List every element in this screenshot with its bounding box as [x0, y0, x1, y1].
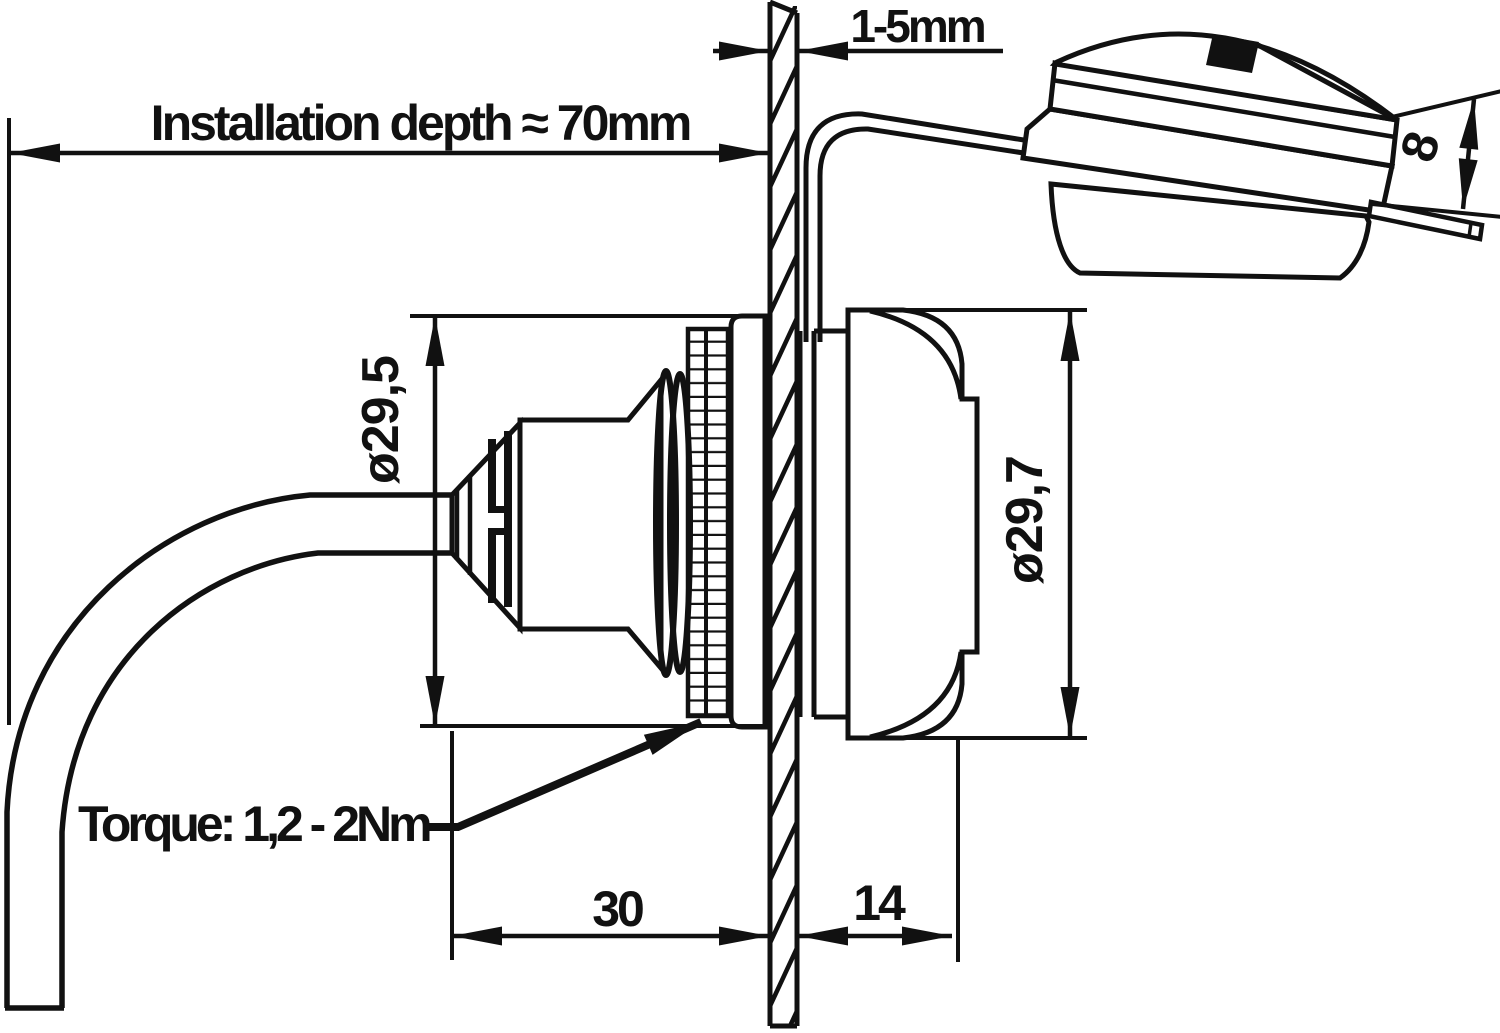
- cap-outline: [845, 307, 980, 741]
- dim-30-label: 30: [592, 881, 643, 937]
- dim-diameter-right: ø29,7: [848, 308, 1087, 740]
- dim-14-label: 14: [853, 875, 906, 931]
- dim-14: 14: [798, 740, 960, 962]
- panel-thickness-label: 1-5mm: [850, 0, 984, 52]
- torque-note: Torque: 1,2 - 2Nm: [78, 711, 706, 852]
- vent-slots: [488, 431, 512, 607]
- mounting-tongue: [1366, 199, 1485, 242]
- threaded-barrel: [728, 313, 768, 730]
- clip-tab: [1206, 34, 1259, 73]
- diameter-right-label: ø29,7: [996, 456, 1054, 584]
- dim-30: 30: [450, 731, 769, 960]
- sensor-body: [449, 313, 768, 730]
- cap-curve-bottom: [869, 651, 964, 740]
- remote-cover-assembly: [1020, 31, 1485, 281]
- cover-cable: [803, 111, 1031, 342]
- mounting-panel: [767, 0, 800, 1029]
- dim-panel-thickness: 1-5mm: [713, 0, 1003, 61]
- housing: [517, 373, 664, 675]
- installation-depth-label: Installation depth ≈ 70mm: [151, 95, 690, 151]
- bezel-cap: [797, 307, 980, 741]
- dim-diameter-left: ø29,5: [352, 314, 764, 728]
- cable: [4, 492, 455, 1011]
- torque-label: Torque: 1,2 - 2Nm: [78, 796, 430, 852]
- diameter-left-label: ø29,5: [352, 356, 410, 484]
- cover-skirt: [1048, 181, 1372, 281]
- cap-curve-top: [869, 308, 964, 400]
- lock-nut: [685, 326, 731, 719]
- dim-8-label: 8: [1389, 126, 1450, 168]
- dim-installation-depth: Installation depth ≈ 70mm: [7, 95, 769, 725]
